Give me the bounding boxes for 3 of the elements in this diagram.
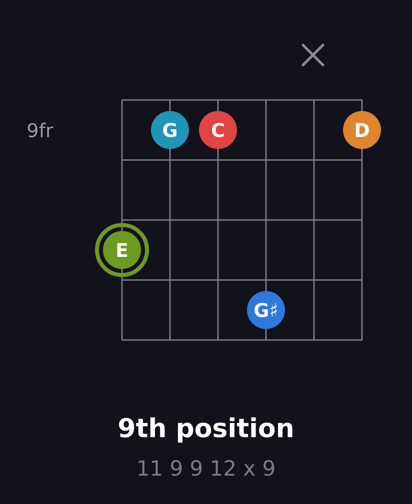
fret-number-label: 9fr — [28, 122, 54, 138]
title-text: 9th position — [119, 417, 292, 443]
fingering-text: 11 9 9 12 x 9 — [138, 460, 274, 476]
